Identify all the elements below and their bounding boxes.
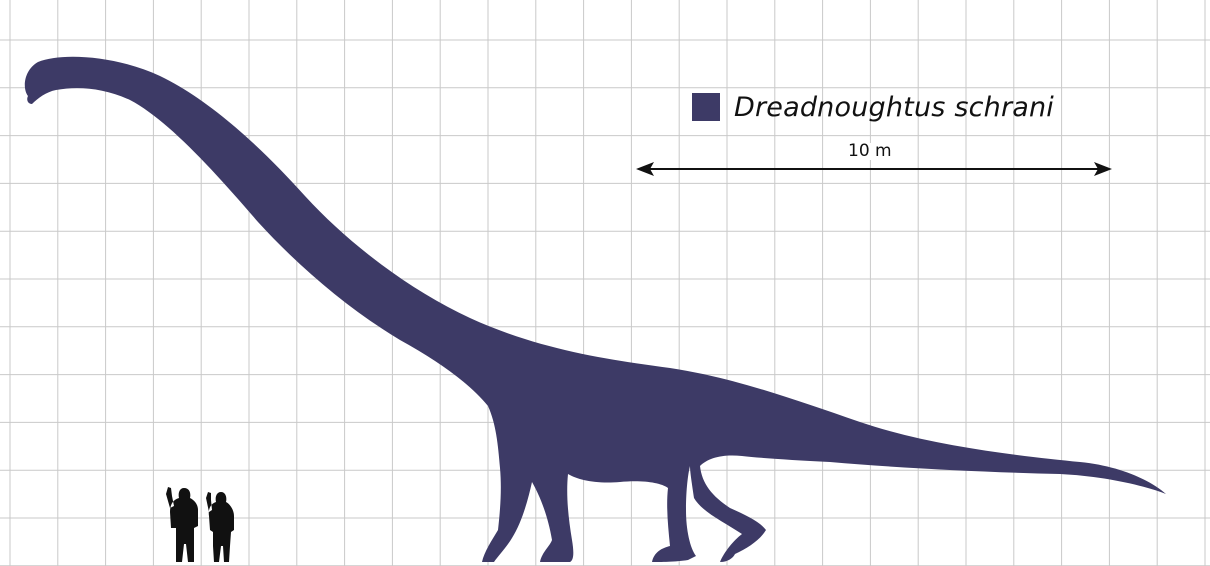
human-silhouette [166, 487, 198, 562]
legend: Dreadnoughtus schrani [692, 93, 1054, 121]
human-silhouette [206, 492, 234, 562]
legend-swatch [692, 93, 720, 121]
dinosaur-silhouette [25, 57, 1166, 562]
double-arrow [636, 162, 1112, 176]
human-silhouettes [166, 487, 234, 562]
scale-bar-label: 10 m [846, 143, 894, 160]
legend-species-label: Dreadnoughtus schrani [734, 94, 1054, 121]
